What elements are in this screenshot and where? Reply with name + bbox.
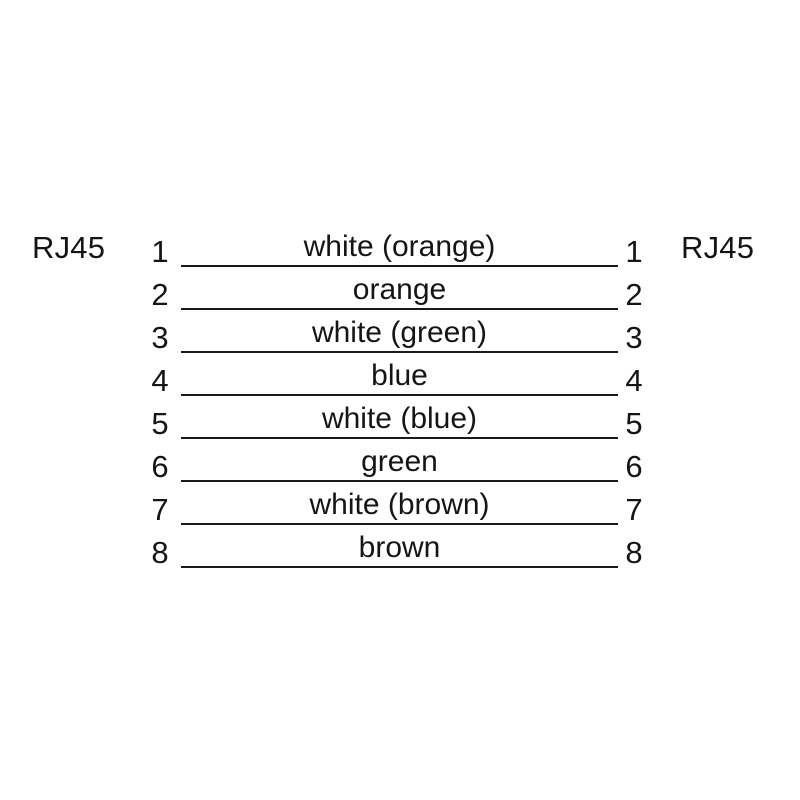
pin-number-right: 7 (625, 492, 643, 527)
wire-line (181, 480, 618, 482)
pin-number-left: 7 (151, 492, 169, 527)
wire-line (181, 265, 618, 267)
wire-line (181, 566, 618, 568)
wire-color-label: white (brown) (309, 488, 490, 521)
pin-number-left: 8 (151, 535, 169, 570)
pin-number-right: 3 (625, 320, 643, 355)
pin-number-left: 4 (151, 363, 169, 398)
pin-number-right: 5 (625, 406, 643, 441)
pin-number-left: 3 (151, 320, 169, 355)
wire-color-label: white (orange) (303, 230, 496, 263)
connector-label-right: RJ45 (681, 230, 755, 265)
pin-number-right: 8 (625, 535, 643, 570)
pin-number-left: 6 (151, 449, 169, 484)
pin-number-left: 2 (151, 277, 169, 312)
pin-number-right: 2 (625, 277, 643, 312)
wire-line (181, 523, 618, 525)
wire-line (181, 351, 618, 353)
pin-number-left: 5 (151, 406, 169, 441)
wire-color-label: blue (371, 359, 428, 392)
wire-color-label: white (green) (311, 316, 488, 349)
wire-color-label: green (361, 445, 438, 478)
wire-line (181, 437, 618, 439)
pin-number-right: 1 (625, 234, 643, 269)
wire-color-label: white (blue) (321, 402, 478, 435)
pin-number-left: 1 (151, 234, 169, 269)
connector-label-left: RJ45 (32, 230, 106, 265)
wire-line (181, 394, 618, 396)
pin-number-right: 6 (625, 449, 643, 484)
wire-color-label: orange (352, 273, 447, 306)
pin-number-right: 4 (625, 363, 643, 398)
wire-color-label: brown (358, 531, 441, 564)
wire-line (181, 308, 618, 310)
